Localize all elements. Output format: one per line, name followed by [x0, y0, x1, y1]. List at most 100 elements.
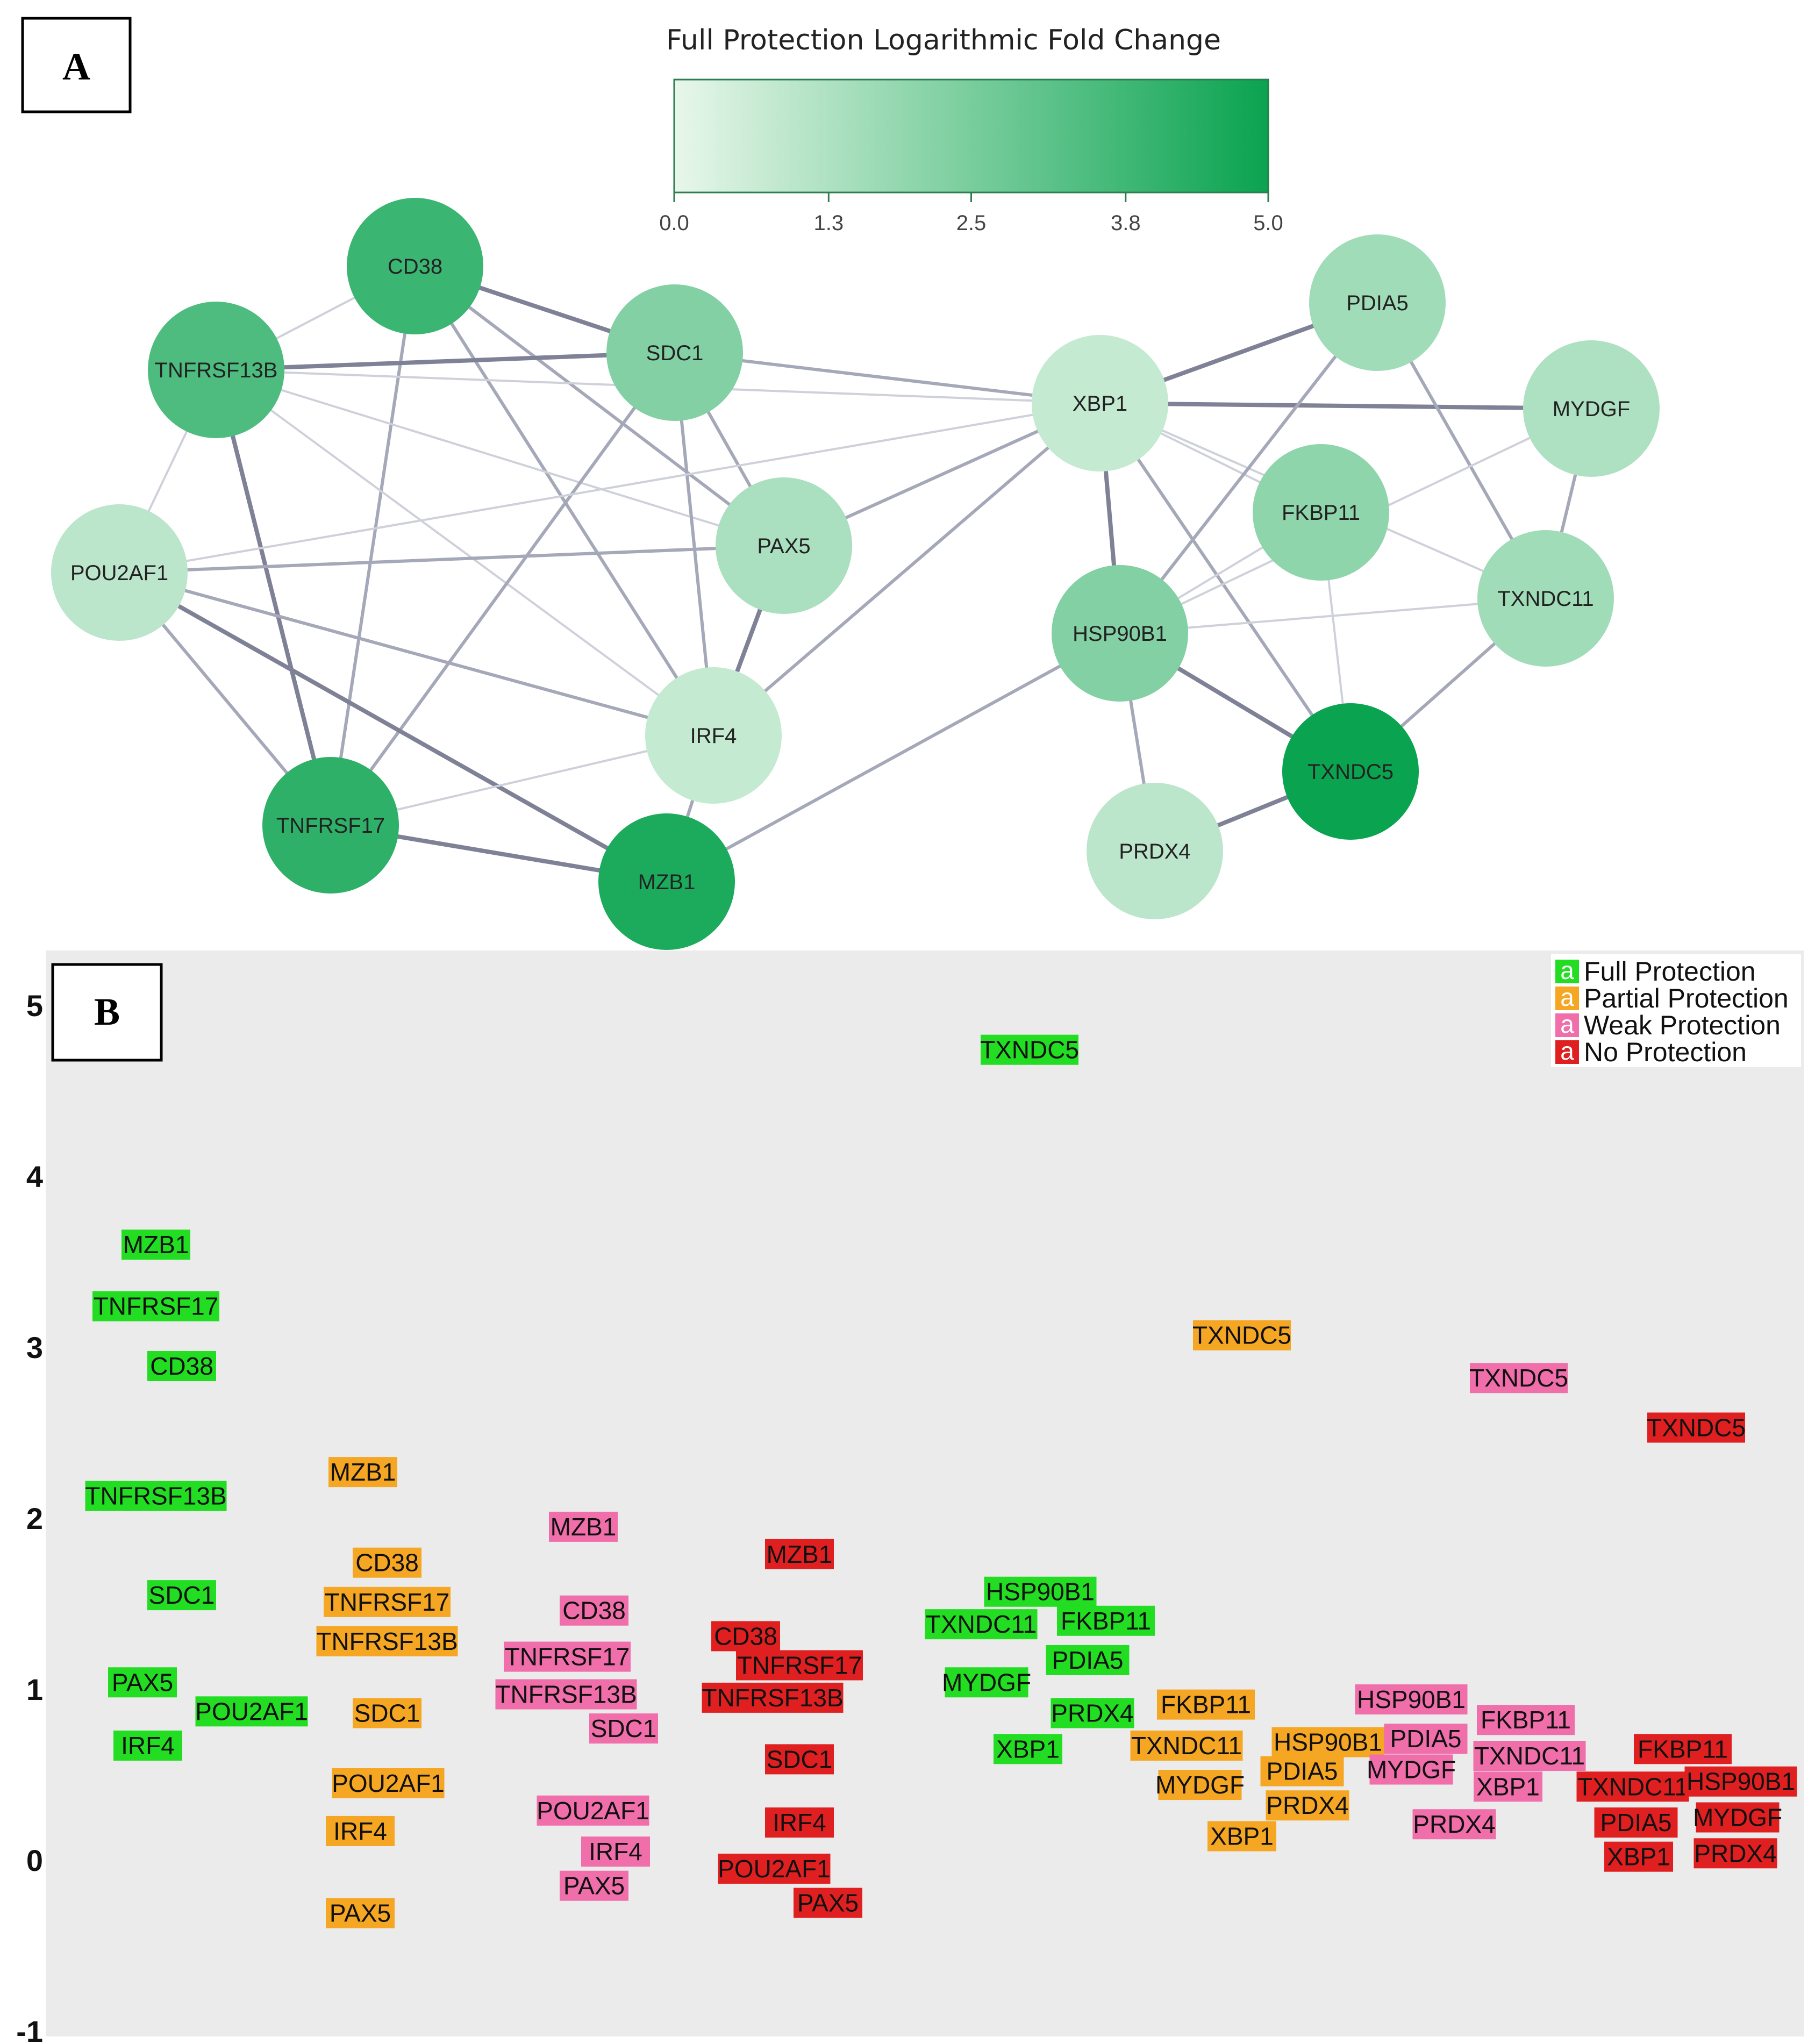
label-box	[1594, 1807, 1678, 1838]
point-label: FKBP11	[1061, 1607, 1151, 1635]
point-pax5: PAX5	[794, 1888, 862, 1918]
node-circle	[347, 198, 483, 334]
point-pou2af1: POU2AF1	[195, 1696, 308, 1727]
point-label: TNFRSF13B	[316, 1627, 458, 1655]
point-sdc1: SDC1	[147, 1580, 216, 1611]
edge-cd38-pax5	[414, 265, 785, 547]
edge-pou2af1-mzb1	[118, 570, 668, 884]
point-label: XBP1	[1210, 1822, 1274, 1850]
point-txndc11: TXNDC11	[1576, 1771, 1689, 1802]
point-irf4: IRF4	[581, 1836, 650, 1867]
point-hsp90b1: HSP90B1	[1684, 1766, 1797, 1797]
legend-label: Partial Protection	[1584, 983, 1789, 1013]
panel-b-letter: B	[94, 990, 120, 1033]
point-label: HSP90B1	[1274, 1728, 1382, 1756]
node-circle	[1523, 340, 1660, 477]
point-label: TXNDC5	[980, 1036, 1079, 1064]
legend-key: a	[1560, 956, 1574, 984]
node-circle	[606, 284, 743, 421]
point-pdia5: PDIA5	[1260, 1756, 1344, 1786]
node-circle	[1087, 783, 1223, 919]
point-tnfrsf17: TNFRSF17	[92, 1291, 219, 1321]
point-prdx4: PRDX4	[1051, 1698, 1134, 1728]
label-box	[718, 1853, 831, 1884]
label-box	[1477, 1705, 1575, 1735]
point-label: MZB1	[330, 1458, 396, 1486]
point-label: PRDX4	[1413, 1810, 1495, 1838]
point-label: XBP1	[996, 1735, 1060, 1763]
panel-a-letter: A	[62, 45, 90, 88]
point-txndc5: TXNDC5	[1469, 1363, 1568, 1393]
point-label: MZB1	[767, 1540, 833, 1568]
label-box	[1684, 1766, 1797, 1797]
point-pax5: PAX5	[108, 1667, 177, 1698]
y-tick-label: 1	[26, 1673, 43, 1706]
label-box	[549, 1511, 618, 1542]
point-mydgf: MYDGF	[1155, 1770, 1245, 1800]
legend-swatch	[1555, 1013, 1579, 1037]
label-box	[560, 1595, 628, 1626]
point-tnfrsf17: TNFRSF17	[324, 1586, 451, 1617]
point-label: PAX5	[797, 1889, 859, 1917]
edge-mzb1-hsp90b1	[666, 632, 1121, 883]
colorbar-tick-label: 1.3	[813, 211, 844, 235]
label-box	[1355, 1684, 1468, 1715]
node-label: CD38	[388, 255, 442, 278]
colorbar: Full Protection Logarithmic Fold Change …	[659, 24, 1283, 235]
point-fkbp11: FKBP11	[1634, 1734, 1732, 1764]
point-label: SDC1	[354, 1699, 420, 1727]
node-circle	[645, 667, 782, 804]
label-box	[1158, 1770, 1242, 1800]
point-sdc1: SDC1	[589, 1713, 658, 1744]
colorbar-title: Full Protection Logarithmic Fold Change	[666, 24, 1221, 56]
label-box	[1696, 1802, 1780, 1833]
label-box	[147, 1580, 216, 1611]
node-label: XBP1	[1073, 392, 1127, 416]
panel-a-letter-box	[21, 17, 132, 113]
point-mzb1: MZB1	[765, 1539, 834, 1569]
point-label: TXNDC5	[1647, 1413, 1746, 1441]
point-hsp90b1: HSP90B1	[1271, 1727, 1384, 1757]
label-box	[736, 1650, 863, 1681]
colorbar-tick-label: 0.0	[659, 211, 689, 235]
label-box	[1473, 1741, 1586, 1771]
point-cd38: CD38	[147, 1350, 216, 1381]
point-xbp1: XBP1	[1474, 1771, 1542, 1802]
point-label: CD38	[355, 1549, 419, 1577]
point-xbp1: XBP1	[1207, 1821, 1276, 1852]
edge-cd38-irf4	[413, 265, 715, 737]
edge-irf4-xbp1	[712, 402, 1101, 737]
point-label: PRDX4	[1266, 1791, 1348, 1819]
point-label: TNFRSF17	[505, 1643, 630, 1671]
edge-pdia5-hsp90b1	[1118, 302, 1379, 634]
point-label: PRDX4	[1051, 1699, 1133, 1727]
point-mydgf: MYDGF	[942, 1667, 1031, 1698]
colorbar-tick-label: 2.5	[956, 211, 987, 235]
label-box	[1470, 1363, 1568, 1393]
point-tnfrsf13b: TNFRSF13B	[495, 1679, 637, 1710]
edge-tnfrsf13b-sdc1	[216, 351, 675, 372]
point-mydgf: MYDGF	[1367, 1754, 1456, 1785]
label-box	[765, 1744, 834, 1775]
edge-cd38-tnfrsf17	[329, 266, 417, 826]
label-box	[85, 1481, 227, 1511]
legend-label: Weak Protection	[1584, 1010, 1781, 1040]
label-box	[1193, 1320, 1291, 1350]
label-box	[1634, 1734, 1732, 1764]
point-txndc11: TXNDC11	[1473, 1741, 1586, 1771]
label-box	[1693, 1838, 1777, 1869]
node-cd38: CD38	[347, 198, 483, 334]
point-label: MYDGF	[1693, 1804, 1782, 1832]
y-tick-label: 0	[26, 1843, 43, 1877]
node-circle	[262, 757, 399, 894]
legend-swatch	[1555, 987, 1579, 1010]
node-circle	[598, 813, 735, 950]
node-xbp1: XBP1	[1032, 335, 1168, 471]
point-fkbp11: FKBP11	[1057, 1605, 1155, 1636]
point-label: HSP90B1	[1357, 1685, 1466, 1713]
